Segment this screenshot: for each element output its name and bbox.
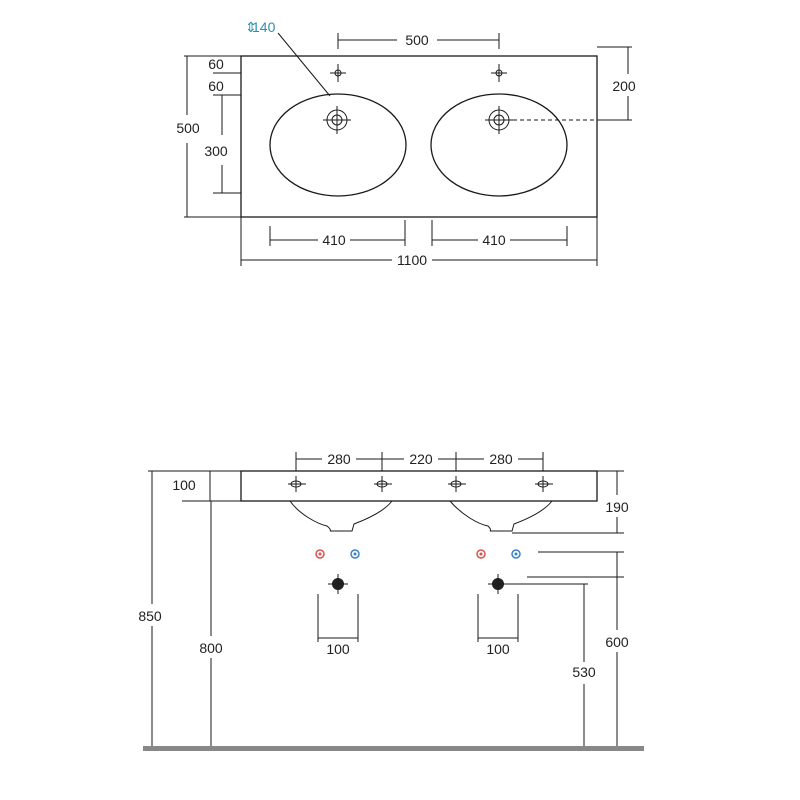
dim-plan-left-300: 300 [204,143,228,159]
dim-elev-top-280b: 280 [489,451,513,467]
elevation-view: 280 220 280 100 190 850 800 [138,451,644,751]
dim-elev-right-190: 190 [605,499,629,515]
dim-elev-right-530: 530 [572,664,596,680]
plan-drain-right [485,106,597,134]
dim-plan-right-200: 200 [612,78,636,94]
elevation-basin-left [289,500,393,532]
plan-basin-right [430,93,568,197]
elevation-countertop [240,470,598,502]
dim-elev-left-800: 800 [199,640,223,656]
water-supply-right [476,549,521,559]
dim-plan-bottom-410a: 410 [322,232,346,248]
plan-drain-left [323,106,351,134]
plan-faucet-right [491,64,507,82]
water-supply-left [315,549,360,559]
dim-plan-bottom-410b: 410 [482,232,506,248]
hot-tap-icon [315,549,325,559]
elevation-basin-right [449,500,553,532]
dim-plan-faucet-arrow: ⇕ [245,19,257,35]
dim-elev-trap-100a: 100 [326,641,350,657]
drain-outlet-right [488,574,508,594]
dim-plan-faucet-140: 140 [252,19,276,35]
cold-tap-icon [511,549,521,559]
dim-elev-left-850: 850 [138,608,162,624]
dim-plan-left-500: 500 [176,120,200,136]
dim-elev-top-280a: 280 [327,451,351,467]
plan-view: 500 ⇕ 140 60 60 300 500 200 410 [176,19,636,268]
cold-tap-icon [350,549,360,559]
dim-elev-top-220: 220 [409,451,433,467]
dim-plan-bottom-1100: 1100 [397,252,427,268]
dim-plan-top-500: 500 [405,32,429,48]
dim-plan-left-60a: 60 [208,56,224,72]
drain-outlet-left [328,574,348,594]
floor-line [143,746,644,751]
dim-elev-left-100: 100 [172,477,196,493]
elevation-faucet-holes [288,476,553,492]
dim-elev-right-600: 600 [605,634,629,650]
dim-plan-left-60b: 60 [208,78,224,94]
plan-basin-left [269,93,407,197]
hot-tap-icon [476,549,486,559]
dim-elev-trap-100b: 100 [486,641,510,657]
plan-faucet-left [330,64,346,82]
